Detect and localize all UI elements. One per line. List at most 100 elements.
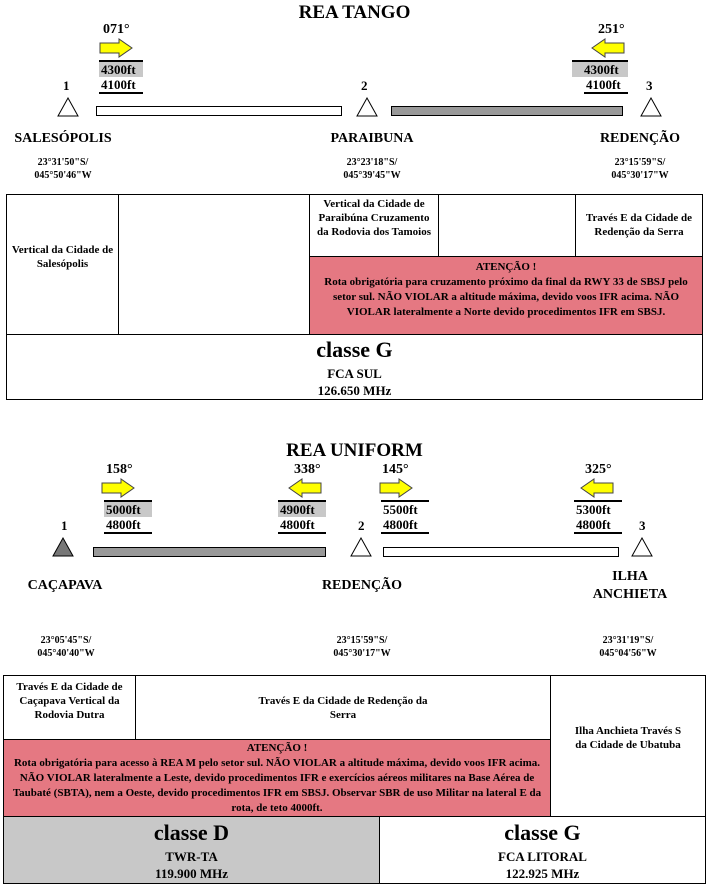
tango-point-2-number: 2 bbox=[361, 78, 368, 93]
uniform-seg1-lower-alt: 4800ft bbox=[104, 517, 152, 534]
waypoint-triangle-filled-icon bbox=[52, 537, 74, 557]
uniform-seg4-upper-alt: 5300ft bbox=[574, 500, 622, 517]
uniform-warning-box: ATENÇÃO ! Rota obrigatória para acesso à… bbox=[3, 739, 551, 817]
uniform-desc-3: Ilha Anchieta Través S da Cidade de Ubat… bbox=[574, 725, 682, 751]
arrow-right-icon bbox=[99, 38, 133, 58]
tango-route-segment-2 bbox=[391, 106, 623, 116]
tango-point-1-number: 1 bbox=[63, 78, 70, 93]
waypoint-triangle-icon bbox=[57, 97, 79, 117]
tango-point-3-number: 3 bbox=[646, 78, 653, 93]
tango-warning-title: ATENÇÃO ! bbox=[475, 261, 537, 273]
uniform-point-2-number: 2 bbox=[358, 518, 365, 533]
uniform-city-1: CAÇAPAVA bbox=[27, 578, 103, 593]
tango-coord-1-lon: 045°50'46"W bbox=[34, 170, 92, 181]
uniform-coord-3-lon: 045°04'56"W bbox=[599, 648, 657, 659]
tango-right-lower-alt: 4100ft bbox=[584, 77, 628, 94]
tango-heading-left: 071° bbox=[103, 22, 130, 37]
uniform-warning-text: Rota obrigatória para acesso à REA M pel… bbox=[12, 757, 542, 814]
tango-cell-1: Vertical da Cidade de Salesópolis bbox=[6, 194, 119, 335]
arrow-left-icon bbox=[288, 478, 322, 498]
uniform-coord-2-lat: 23°15'59"S/ bbox=[336, 635, 388, 646]
uniform-seg4-lower-alt: 4800ft bbox=[574, 517, 622, 534]
uniform-class-d-box: classe D TWR-TA 119.900 MHz bbox=[3, 816, 380, 884]
waypoint-triangle-icon bbox=[631, 537, 653, 557]
uniform-warning-title: ATENÇÃO ! bbox=[246, 742, 308, 754]
tango-coord-2-lon: 045°39'45"W bbox=[343, 170, 401, 181]
tango-coord-3-lon: 045°30'17"W bbox=[611, 170, 669, 181]
uniform-cell-2: Través E da Cidade de Redenção da Serra bbox=[135, 675, 551, 740]
uniform-point-3-number: 3 bbox=[639, 518, 646, 533]
uniform-coord-1-lon: 045°40'40"W bbox=[37, 648, 95, 659]
uniform-seg2-lower-alt: 4800ft bbox=[278, 517, 326, 534]
uniform-seg1-upper-alt: 5000ft bbox=[104, 500, 152, 517]
uniform-cell-1: Través E da Cidade de Caçapava Vertical … bbox=[3, 675, 136, 740]
tango-heading-right: 251° bbox=[598, 22, 625, 37]
uniform-coord-3: 23°31'19"S/ 045°04'56"W bbox=[566, 634, 690, 660]
tango-coord-1-lat: 23°31'50"S/ bbox=[37, 157, 89, 168]
uniform-unit-left: TWR-TA bbox=[165, 849, 218, 864]
arrow-left-icon bbox=[580, 478, 614, 498]
uniform-airspace-class-right: classe G bbox=[504, 820, 581, 845]
tango-frequency: 126.650 MHz bbox=[317, 383, 392, 398]
arrow-right-icon bbox=[379, 478, 413, 498]
uniform-city-2: REDENÇÃO bbox=[321, 578, 403, 593]
uniform-frequency-left: 119.900 MHz bbox=[155, 866, 228, 881]
uniform-coord-1: 23°05'45"S/ 045°40'40"W bbox=[6, 634, 126, 660]
tango-cell-empty-2 bbox=[438, 194, 576, 257]
uniform-coord-2-lon: 045°30'17"W bbox=[333, 648, 391, 659]
tango-airspace-class-box: classe G FCA SUL 126.650 MHz bbox=[6, 334, 703, 400]
tango-left-upper-alt: 4300ft bbox=[99, 60, 143, 77]
tango-title: REA TANGO bbox=[298, 2, 411, 23]
uniform-coord-3-lat: 23°31'19"S/ bbox=[602, 635, 654, 646]
tango-city-2: PARAIBUNA bbox=[330, 131, 414, 146]
uniform-city-3-line2: ANCHIETA bbox=[592, 587, 668, 602]
uniform-seg3-upper-alt: 5500ft bbox=[381, 500, 429, 517]
tango-airspace-class: classe G bbox=[316, 337, 393, 362]
uniform-route-segment-1 bbox=[93, 547, 326, 557]
tango-cell-3: Través E da Cidade de Redenção da Serra bbox=[575, 194, 703, 257]
tango-desc-1: Vertical da Cidade de Salesópolis bbox=[11, 244, 114, 270]
uniform-cell-3: Ilha Anchieta Través S da Cidade de Ubat… bbox=[550, 675, 706, 817]
uniform-heading-2: 338° bbox=[294, 462, 321, 477]
uniform-desc-1: Través E da Cidade de Caçapava Vertical … bbox=[16, 681, 123, 721]
tango-coord-3: 23°15'59"S/ 045°30'17"W bbox=[578, 156, 702, 182]
waypoint-triangle-icon bbox=[356, 97, 378, 117]
uniform-desc-2: Través E da Cidade de Redenção da Serra bbox=[258, 695, 428, 721]
tango-unit: FCA SUL bbox=[327, 366, 382, 381]
uniform-heading-1: 158° bbox=[106, 462, 133, 477]
uniform-frequency-right: 122.925 MHz bbox=[505, 866, 580, 881]
uniform-airspace-class-left: classe D bbox=[153, 820, 230, 845]
tango-cell-empty bbox=[118, 194, 310, 335]
tango-city-3: REDENÇÃO bbox=[599, 131, 681, 146]
uniform-seg3-lower-alt: 4800ft bbox=[381, 517, 429, 534]
tango-left-lower-alt: 4100ft bbox=[99, 77, 143, 94]
uniform-heading-4: 325° bbox=[585, 462, 612, 477]
uniform-coord-2: 23°15'59"S/ 045°30'17"W bbox=[300, 634, 424, 660]
tango-city-1: SALESÓPOLIS bbox=[14, 131, 112, 146]
tango-coord-3-lat: 23°15'59"S/ bbox=[614, 157, 666, 168]
uniform-heading-3: 145° bbox=[382, 462, 409, 477]
uniform-city-3: ILHA ANCHIETA bbox=[568, 568, 692, 604]
uniform-class-g-box: classe G FCA LITORAL 122.925 MHz bbox=[379, 816, 706, 884]
uniform-unit-right: FCA LITORAL bbox=[498, 849, 587, 864]
uniform-coord-1-lat: 23°05'45"S/ bbox=[40, 635, 92, 646]
tango-route-segment-1 bbox=[96, 106, 342, 116]
uniform-point-1-number: 1 bbox=[61, 518, 68, 533]
uniform-title: REA UNIFORM bbox=[286, 440, 423, 461]
tango-coord-1: 23°31'50"S/ 045°50'46"W bbox=[0, 156, 126, 182]
tango-desc-2: Vertical da Cidade de Paraibúna Cruzamen… bbox=[316, 198, 431, 238]
uniform-route-segment-2 bbox=[383, 547, 619, 557]
tango-warning-box: ATENÇÃO ! Rota obrigatória para cruzamen… bbox=[309, 256, 703, 335]
waypoint-triangle-icon bbox=[350, 537, 372, 557]
tango-cell-2: Vertical da Cidade de Paraibúna Cruzamen… bbox=[309, 194, 439, 257]
uniform-city-3-line1: ILHA bbox=[612, 569, 648, 584]
tango-right-upper-alt: 4300ft bbox=[572, 60, 628, 77]
uniform-seg2-upper-alt: 4900ft bbox=[278, 500, 326, 517]
waypoint-triangle-icon bbox=[640, 97, 662, 117]
arrow-right-icon bbox=[101, 478, 135, 498]
arrow-left-icon bbox=[591, 38, 625, 58]
tango-coord-2: 23°23'18"S/ 045°39'45"W bbox=[310, 156, 434, 182]
tango-desc-3: Través E da Cidade de Redenção da Serra bbox=[585, 212, 693, 238]
tango-warning-text: Rota obrigatória para cruzamento próximo… bbox=[324, 276, 688, 318]
tango-coord-2-lat: 23°23'18"S/ bbox=[346, 157, 398, 168]
